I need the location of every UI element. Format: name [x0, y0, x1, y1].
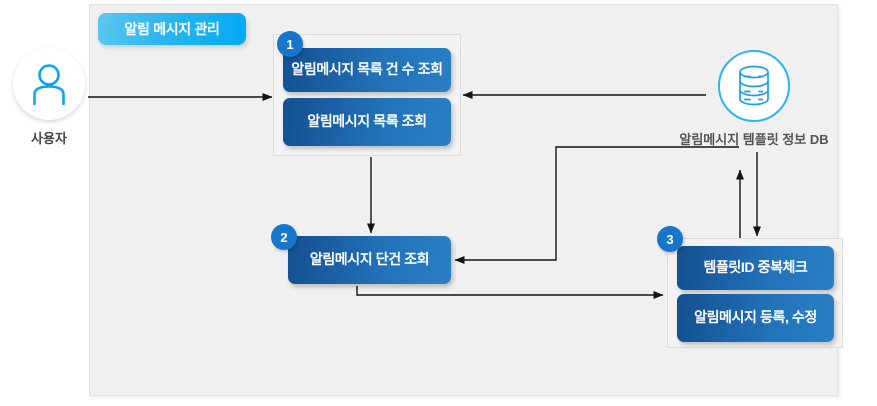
process-box-register-modify[interactable]: 알림메시지 등록, 수정	[677, 294, 834, 342]
actor-avatar	[13, 48, 85, 120]
user-icon	[33, 64, 65, 105]
datastore-circle	[718, 50, 790, 122]
process-box-template-id-dupcheck[interactable]: 템플릿ID 중복체크	[677, 246, 834, 290]
process-box-list-count[interactable]: 알림메시지 목록 건 수 조회	[283, 48, 451, 92]
process-box-list-query[interactable]: 알림메시지 목록 조회	[283, 98, 451, 146]
diagram-title-pill: 알림 메시지 관리	[98, 13, 246, 45]
datastore-node: 알림메시지 템플릿 정보 DB	[668, 50, 840, 148]
group-badge-2: 2	[271, 224, 297, 250]
group-badge-3: 3	[657, 226, 683, 252]
process-box-single-query[interactable]: 알림메시지 단건 조회	[288, 236, 451, 284]
actor-user: 사용자	[10, 48, 88, 147]
database-icon	[739, 65, 769, 106]
datastore-label: 알림메시지 템플릿 정보 DB	[679, 132, 829, 147]
actor-label: 사용자	[31, 131, 67, 146]
group-badge-1: 1	[277, 31, 303, 57]
